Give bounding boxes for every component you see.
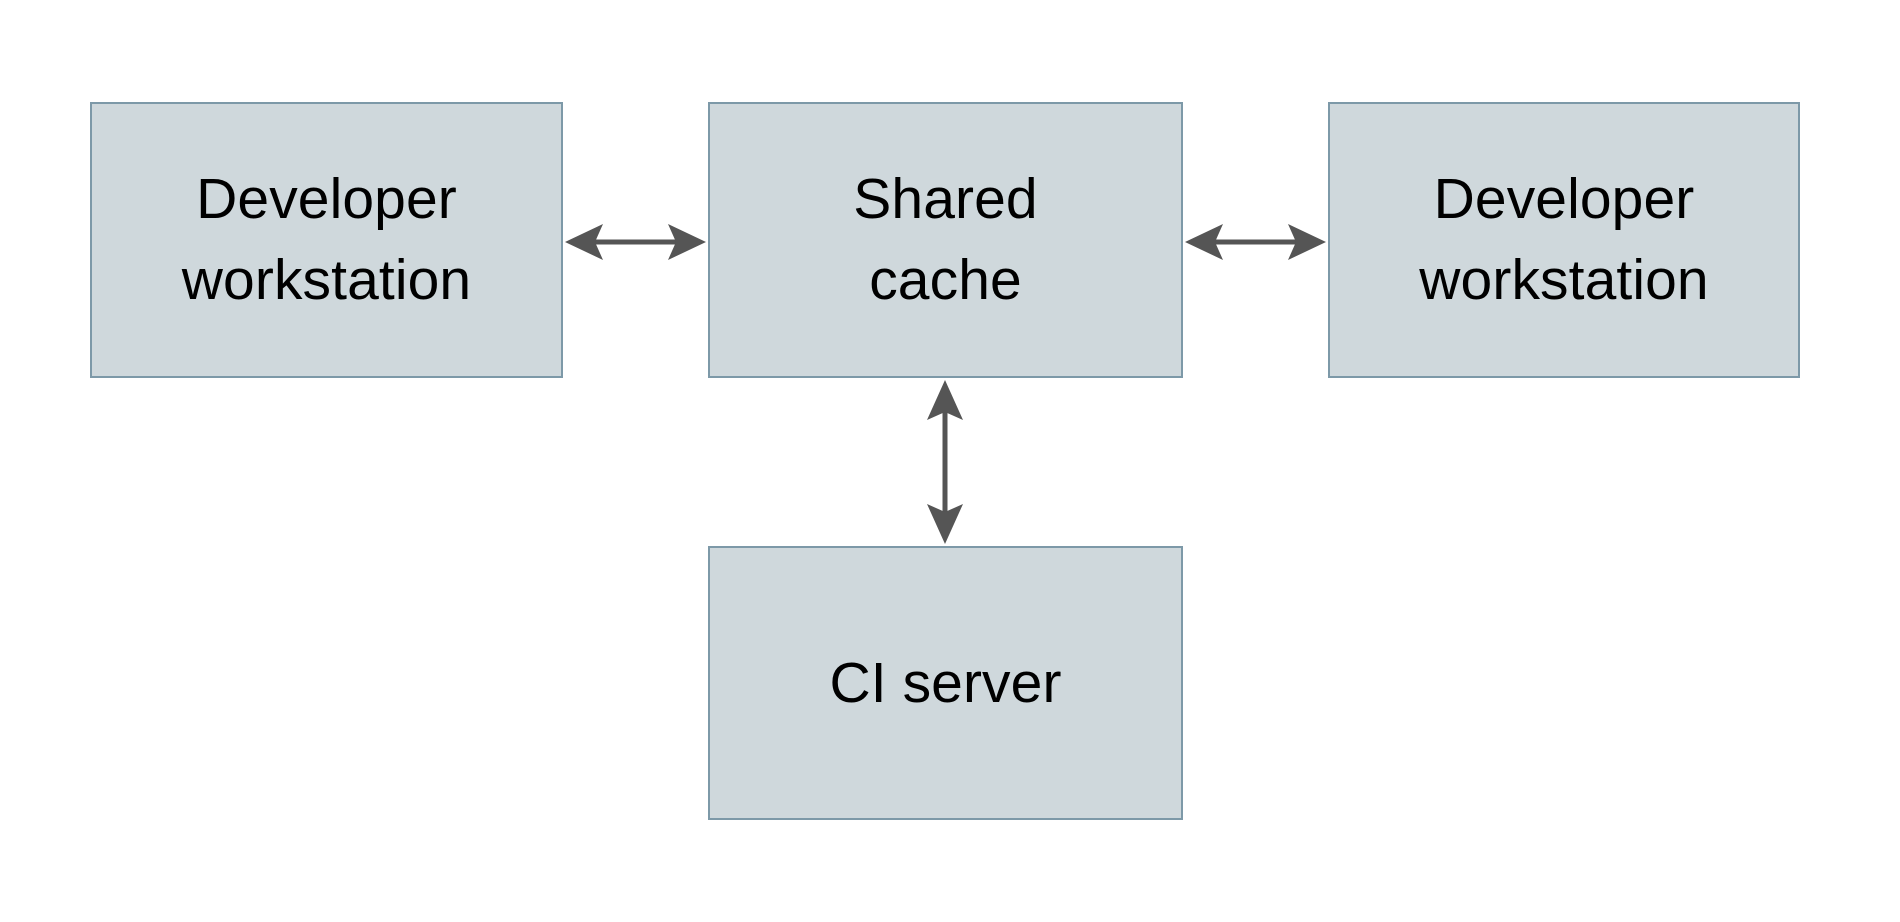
edge-shared-cache-to-ci-server[interactable] xyxy=(915,378,975,546)
node-ci-server[interactable]: CI server xyxy=(708,546,1183,820)
node-label: CI server xyxy=(829,650,1062,715)
edge-shared-cache-to-dev-right[interactable] xyxy=(1183,212,1328,272)
bidirectional-arrow-icon xyxy=(1185,224,1326,260)
node-label: Developer workstation xyxy=(181,167,472,312)
bidirectional-arrow-icon xyxy=(565,224,706,260)
node-shared-cache[interactable]: Shared cache xyxy=(708,102,1183,378)
bidirectional-arrow-icon xyxy=(927,380,963,544)
node-developer-workstation-left[interactable]: Developer workstation xyxy=(90,102,563,378)
node-developer-workstation-right[interactable]: Developer workstation xyxy=(1328,102,1800,378)
edge-dev-left-to-shared-cache[interactable] xyxy=(563,212,708,272)
node-label: Shared cache xyxy=(853,167,1038,312)
node-label: Developer workstation xyxy=(1419,167,1709,312)
